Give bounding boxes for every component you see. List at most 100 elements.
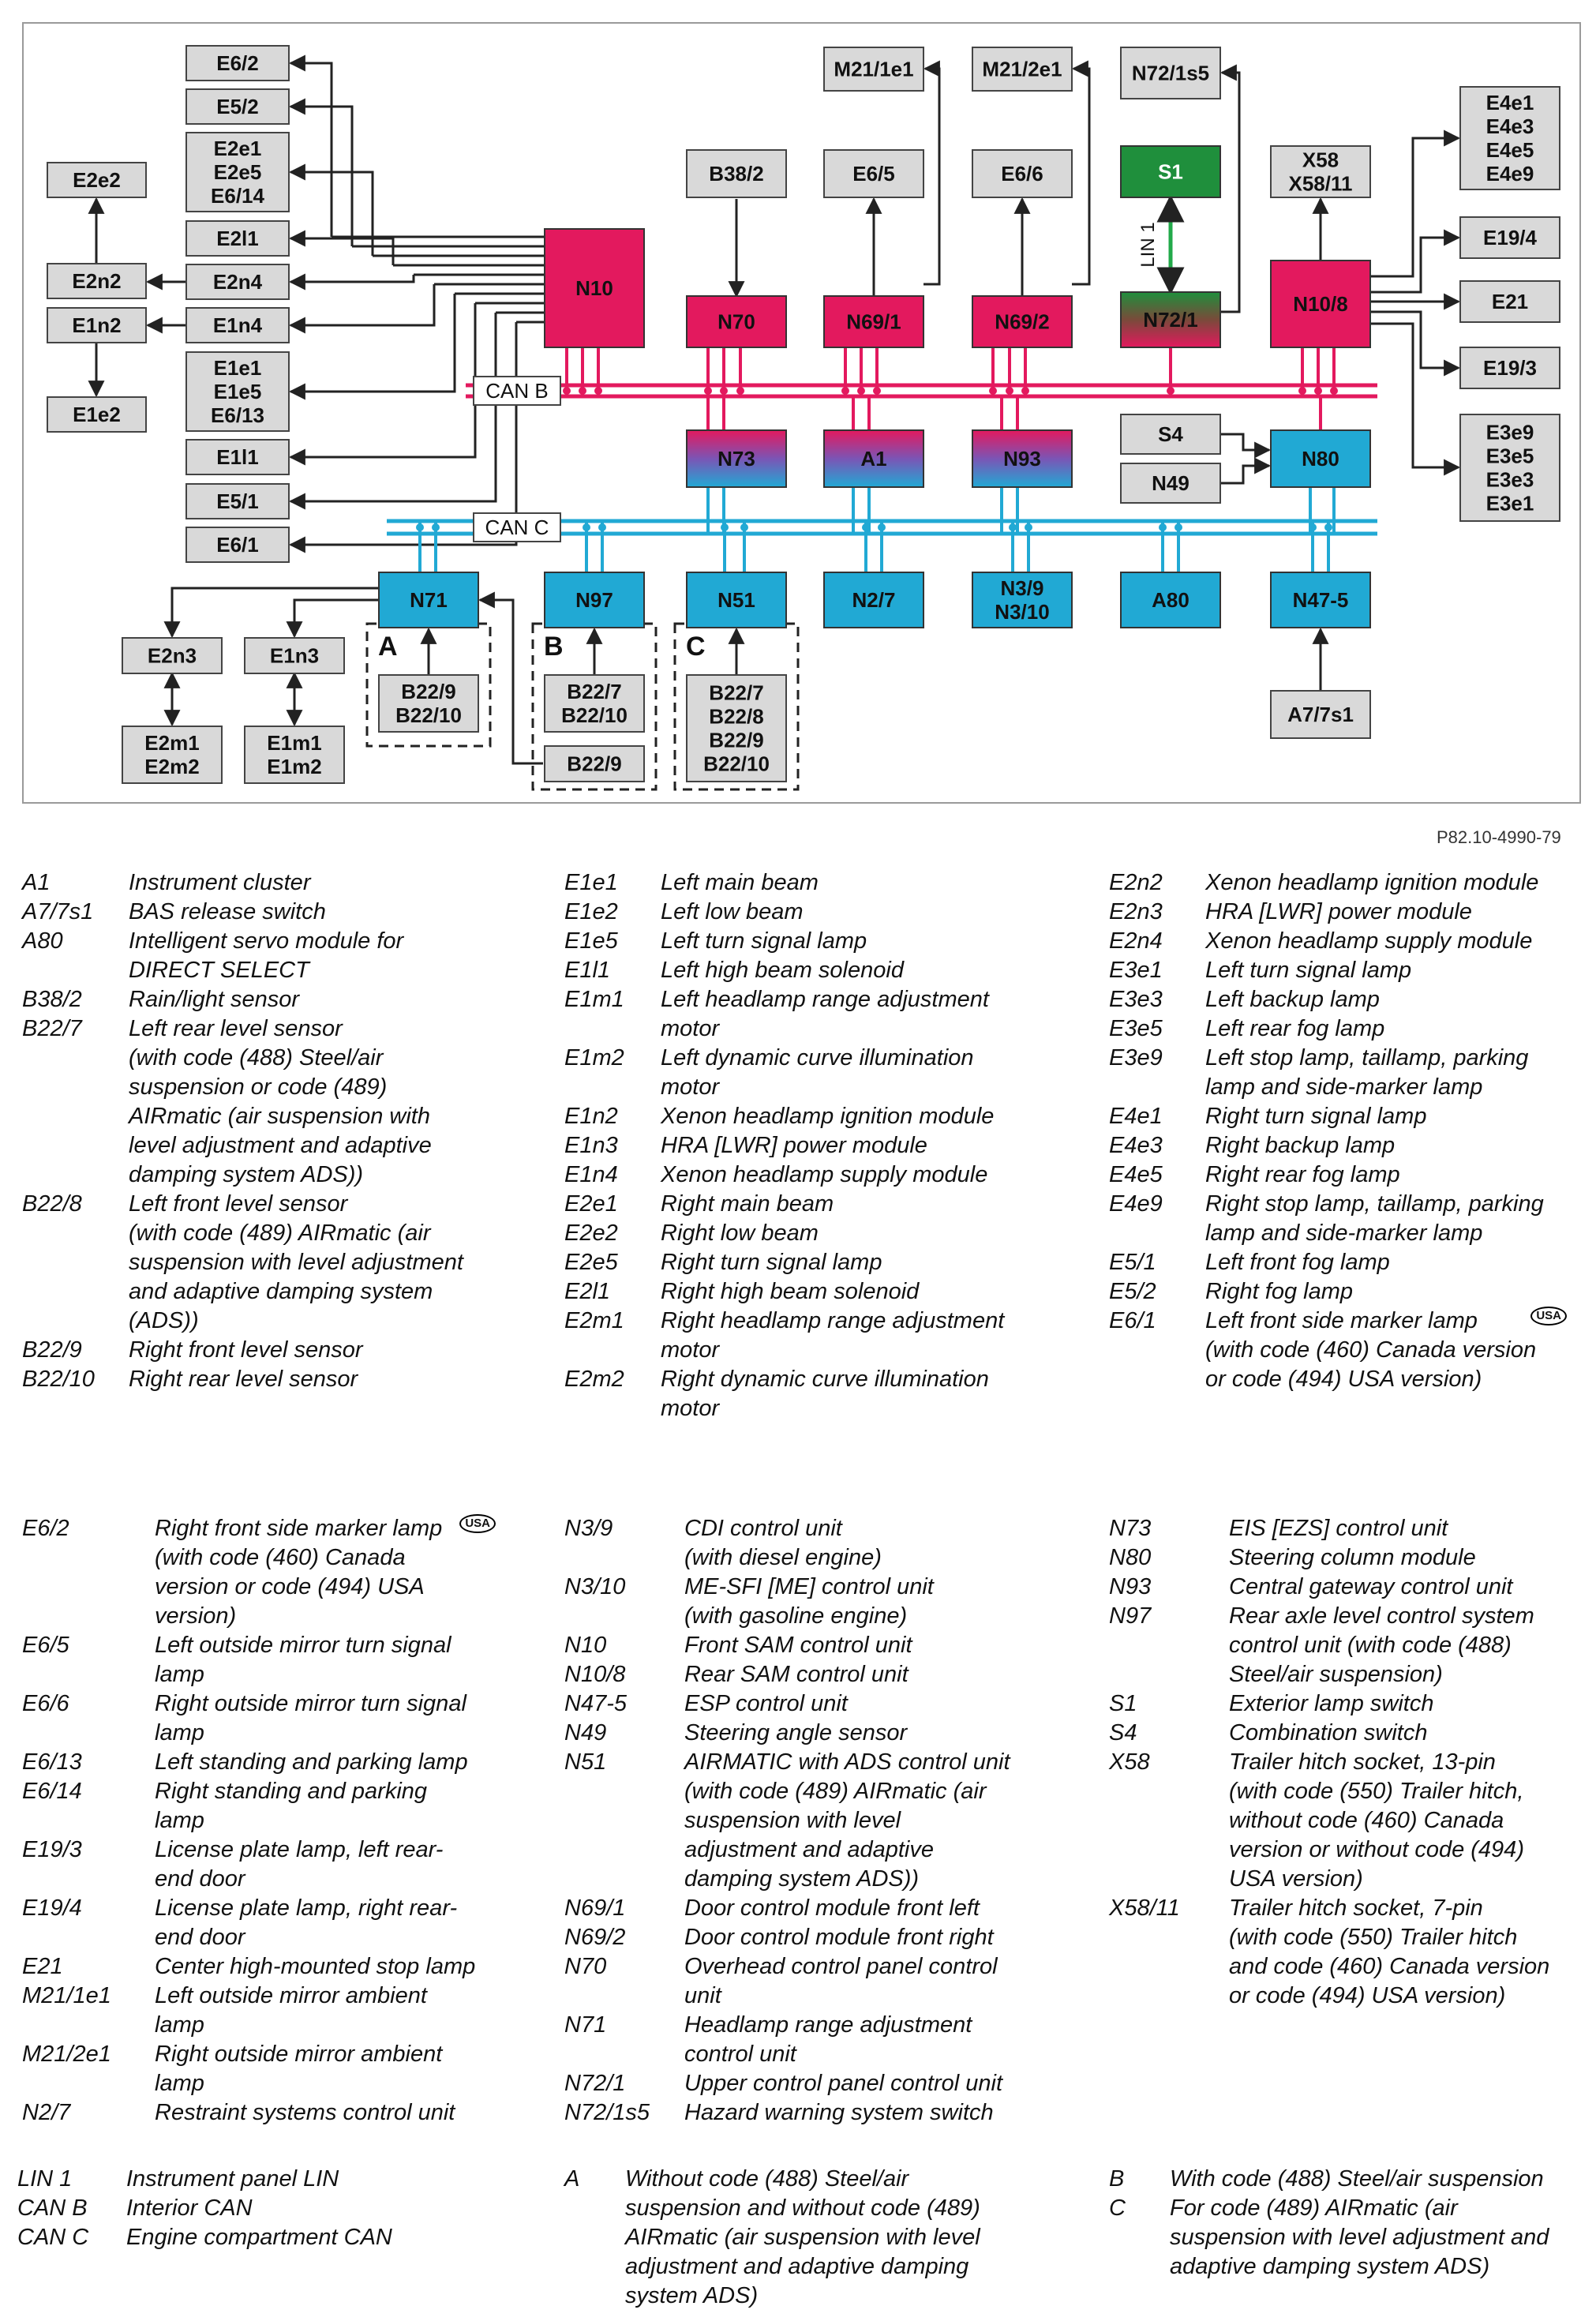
legend-description: Overhead control panel control unit [684,1954,998,2008]
legend-code: E4e9 [1109,1191,1163,1217]
component-e21: E21 [1459,280,1560,323]
legend-description: Combination switch [1229,1720,1428,1745]
component-e1l1: E1l1 [185,439,290,475]
component-n72-1: N72/1 [1120,291,1221,348]
component-b38-2: B38/2 [686,149,787,198]
component-label: A80 [1152,588,1190,612]
component-label: E1n3 [270,644,319,668]
legend-description: Door control module front right [684,1925,994,1950]
component-label: B22/9 [567,752,621,776]
legend-code: S1 [1109,1691,1137,1716]
component-label: E6/5 [852,162,895,186]
component-label: E1n4 [213,313,263,337]
legend-description: Instrument panel LIN [126,2166,339,2192]
legend-code: E2n2 [1109,870,1163,895]
legend-description: Without code (488) Steel/air suspension … [625,2166,980,2308]
legend-code: E2m2 [564,1367,624,1392]
legend-code: E3e5 [1109,1016,1163,1041]
component-label: N69/1 [846,310,901,334]
component-e19-3: E19/3 [1459,347,1560,389]
legend-description: Left standing and parking lamp [155,1749,468,1775]
component-label: B22/7 [709,681,763,705]
component-label: E2l1 [216,227,259,250]
legend-code: N10/8 [564,1662,626,1687]
legend-code: B22/7 [22,1016,82,1041]
legend-description: Right stop lamp, taillamp, parking lamp … [1205,1191,1544,1246]
legend-code: C [1109,2195,1126,2221]
legend-description: Trailer hitch socket, 13-pin (with code … [1229,1749,1524,1892]
legend-code: E19/4 [22,1895,82,1921]
legend-description: ESP control unit [684,1691,848,1716]
legend-description: Right front level sensor [129,1337,363,1363]
legend-description: Left rear fog lamp [1205,1016,1385,1041]
legend-description: Right backup lamp [1205,1133,1396,1158]
usa-badge-icon: USA [459,1514,496,1533]
component-label: N51 [717,588,755,612]
legend-description: Front SAM control unit [684,1633,912,1658]
legend-code: A7/7s1 [22,899,94,924]
component-label: E2n3 [148,644,197,668]
component-label: E19/4 [1483,226,1537,249]
component-a7-7s1: A7/7s1 [1270,690,1371,739]
legend-code: N3/9 [564,1516,613,1541]
legend-code: E4e5 [1109,1162,1163,1187]
legend-code: E3e9 [1109,1045,1163,1071]
legend-description: Instrument cluster [129,870,311,895]
legend-code: E6/1 [1109,1308,1156,1333]
legend-description: With code (488) Steel/air suspension [1170,2166,1544,2192]
component-n47-5: N47-5 [1270,572,1371,628]
legend-code: X58/11 [1109,1895,1180,1921]
component-label: A7/7s1 [1287,703,1354,726]
legend-description: Left outside mirror turn signal lamp [155,1633,451,1687]
legend-description: Rear SAM control unit [684,1662,909,1687]
component-n49: N49 [1120,463,1221,504]
component-label: X58 [1302,148,1339,172]
legend-description: Left headlamp range adjustment motor [661,987,989,1041]
component-e1e2: E1e2 [47,396,147,433]
component-e1n2: E1n2 [47,307,147,343]
component-label: S4 [1158,422,1183,446]
legend-description: Xenon headlamp supply module [661,1162,988,1187]
legend-description: Xenon headlamp supply module [1205,928,1533,954]
legend-code: E4e3 [1109,1133,1163,1158]
component-label: E4e9 [1486,162,1534,186]
component-n73: N73 [686,429,787,488]
legend-entry: E4e9 Right stop lamp, taillamp, parking l… [1109,1190,1583,1248]
legend-code: A80 [22,928,63,954]
legend-description: Left front side marker lamp (with code (… [1205,1308,1537,1392]
legend-entry: N10/8 Rear SAM control unit [564,1660,1038,1689]
component-label: E2e2 [73,168,121,192]
legend-code: S4 [1109,1720,1137,1745]
component-label: E3e1 [1486,492,1534,516]
component-label: B38/2 [709,162,763,186]
legend-description: Upper control panel control unit [684,2071,1003,2096]
component-label: E2m1 [144,731,199,755]
legend-code: E21 [22,1954,63,1979]
legend-description: EIS [EZS] control unit [1229,1516,1448,1541]
